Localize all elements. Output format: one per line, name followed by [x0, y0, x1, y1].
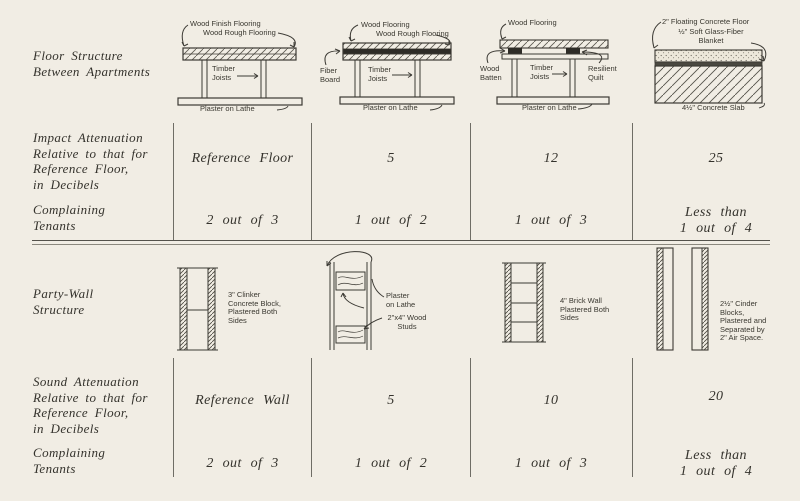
column-divider-upper-4 — [632, 123, 633, 240]
annotation-plaster-on-lathe: Plaster on Lathe — [200, 104, 255, 113]
annotation-wood-rough-flooring: Wood Rough Flooring — [376, 29, 449, 38]
floor-drawing-fiber-board: Wood Flooring Wood Rough Flooring Fiber … — [318, 14, 460, 116]
annotation-plaster-on-lathe: Plaster on Lathe — [386, 291, 416, 309]
annotation-brick-wall: 4" Brick Wall Plastered Both Sides — [560, 296, 610, 322]
floor-structure-row-label: Floor Structure Between Apartments — [33, 48, 151, 79]
complaining-tenants-row-label-1: Complaining Tenants — [33, 202, 106, 233]
annotation-timber-joists: Timber Joists — [368, 65, 392, 83]
wall-drawing-clinker: 3" Clinker Concrete Block, Plastered Bot… — [172, 258, 287, 358]
column-divider-lower-2 — [311, 358, 312, 477]
wood-stud-wall-diagram — [326, 251, 385, 350]
wall-drawing-brick: 4" Brick Wall Plastered Both Sides — [496, 255, 618, 351]
annotation-wood-flooring: Wood Flooring — [361, 20, 410, 29]
sound-cell-3: 10 — [543, 393, 559, 408]
annotation-glass-fiber-blanket: ½" Soft Glass-Fiber Blanket — [678, 27, 744, 45]
reference-floor-diagram — [177, 24, 303, 111]
impact-attenuation-row-label: Impact Attenuation Relative to that for … — [33, 130, 148, 192]
sound-attenuation-row-label: Sound Attenuation Relative to that for R… — [33, 374, 148, 436]
impact-cell-1: Reference Floor — [191, 151, 294, 166]
tenants1-cell-3: 1 out of 3 — [514, 213, 588, 228]
clinker-block-wall-diagram — [177, 267, 218, 351]
annotation-wood-batten: Wood Batten — [480, 64, 502, 82]
annotation-wood-flooring: Wood Flooring — [508, 18, 557, 27]
section-separator-rule — [32, 240, 770, 245]
tenants1-cell-1: 2 out of 3 — [206, 213, 279, 228]
floating-concrete-floor-diagram — [652, 21, 767, 109]
column-divider-upper-3 — [470, 123, 471, 240]
wall-drawing-cinder-cavity: 2½" Cinder Blocks, Plastered and Separat… — [648, 242, 798, 354]
annotation-fiber-board: Fiber Board — [320, 66, 341, 84]
floating-wood-floor-diagram — [486, 23, 610, 110]
floor-drawing-floating-concrete: 2" Floating Concrete Floor ½" Soft Glass… — [645, 14, 797, 116]
annotation-resilient-quilt: Resilient Quilt — [588, 64, 617, 82]
column-divider-lower-1 — [173, 358, 174, 477]
tenants2-cell-1: 2 out of 3 — [206, 456, 279, 471]
fiber-board-floor-diagram — [324, 24, 455, 111]
column-divider-upper-1 — [173, 123, 174, 240]
cinder-block-cavity-wall-diagram — [656, 247, 709, 351]
impact-cell-2: 5 — [387, 151, 395, 166]
sound-cell-4: 20 — [708, 389, 724, 404]
annotation-timber-joists: Timber Joists — [212, 64, 236, 82]
annotation-floating-concrete-floor: 2" Floating Concrete Floor — [662, 17, 750, 26]
annotation-wood-studs: 2"x4" Wood Studs — [387, 313, 427, 331]
complaining-tenants-row-label-2: Complaining Tenants — [33, 445, 106, 476]
tenants1-cell-2: 1 out of 2 — [354, 213, 428, 228]
floor-drawing-reference: Wood Finish Flooring Wood Rough Flooring… — [175, 14, 305, 116]
party-wall-row-label: Party-Wall Structure — [33, 286, 94, 317]
floor-drawing-floating-wood: Wood Flooring Wood Batten Timber Joists … — [478, 14, 630, 116]
sound-cell-2: 5 — [387, 393, 395, 408]
column-divider-lower-3 — [470, 358, 471, 477]
annotation-wood-rough-flooring: Wood Rough Flooring — [203, 28, 276, 37]
sound-cell-1: Reference Wall — [195, 393, 290, 408]
annotation-concrete-slab: 4½" Concrete Slab — [682, 103, 745, 112]
annotation-plaster-on-lathe: Plaster on Lathe — [522, 103, 577, 112]
brick-wall-diagram — [502, 262, 546, 343]
tenants2-cell-3: 1 out of 3 — [514, 456, 588, 471]
tenants2-cell-4: Less than 1 out of 4 — [679, 448, 753, 479]
annotation-timber-joists: Timber Joists — [530, 63, 554, 81]
tenants2-cell-2: 1 out of 2 — [354, 456, 428, 471]
annotation-clinker-block: 3" Clinker Concrete Block, Plastered Bot… — [228, 290, 281, 325]
wall-drawing-wood-stud: Plaster on Lathe 2"x4" Wood Studs — [318, 246, 433, 356]
annotation-cinder-blocks: 2½" Cinder Blocks, Plastered and Separat… — [720, 299, 767, 342]
column-divider-lower-4 — [632, 358, 633, 477]
impact-cell-3: 12 — [543, 151, 559, 166]
impact-cell-4: 25 — [708, 151, 724, 166]
annotation-wood-finish-flooring: Wood Finish Flooring — [190, 19, 261, 28]
annotation-plaster-on-lathe: Plaster on Lathe — [363, 103, 418, 112]
tenants1-cell-4: Less than 1 out of 4 — [679, 205, 753, 236]
column-divider-upper-2 — [311, 123, 312, 240]
